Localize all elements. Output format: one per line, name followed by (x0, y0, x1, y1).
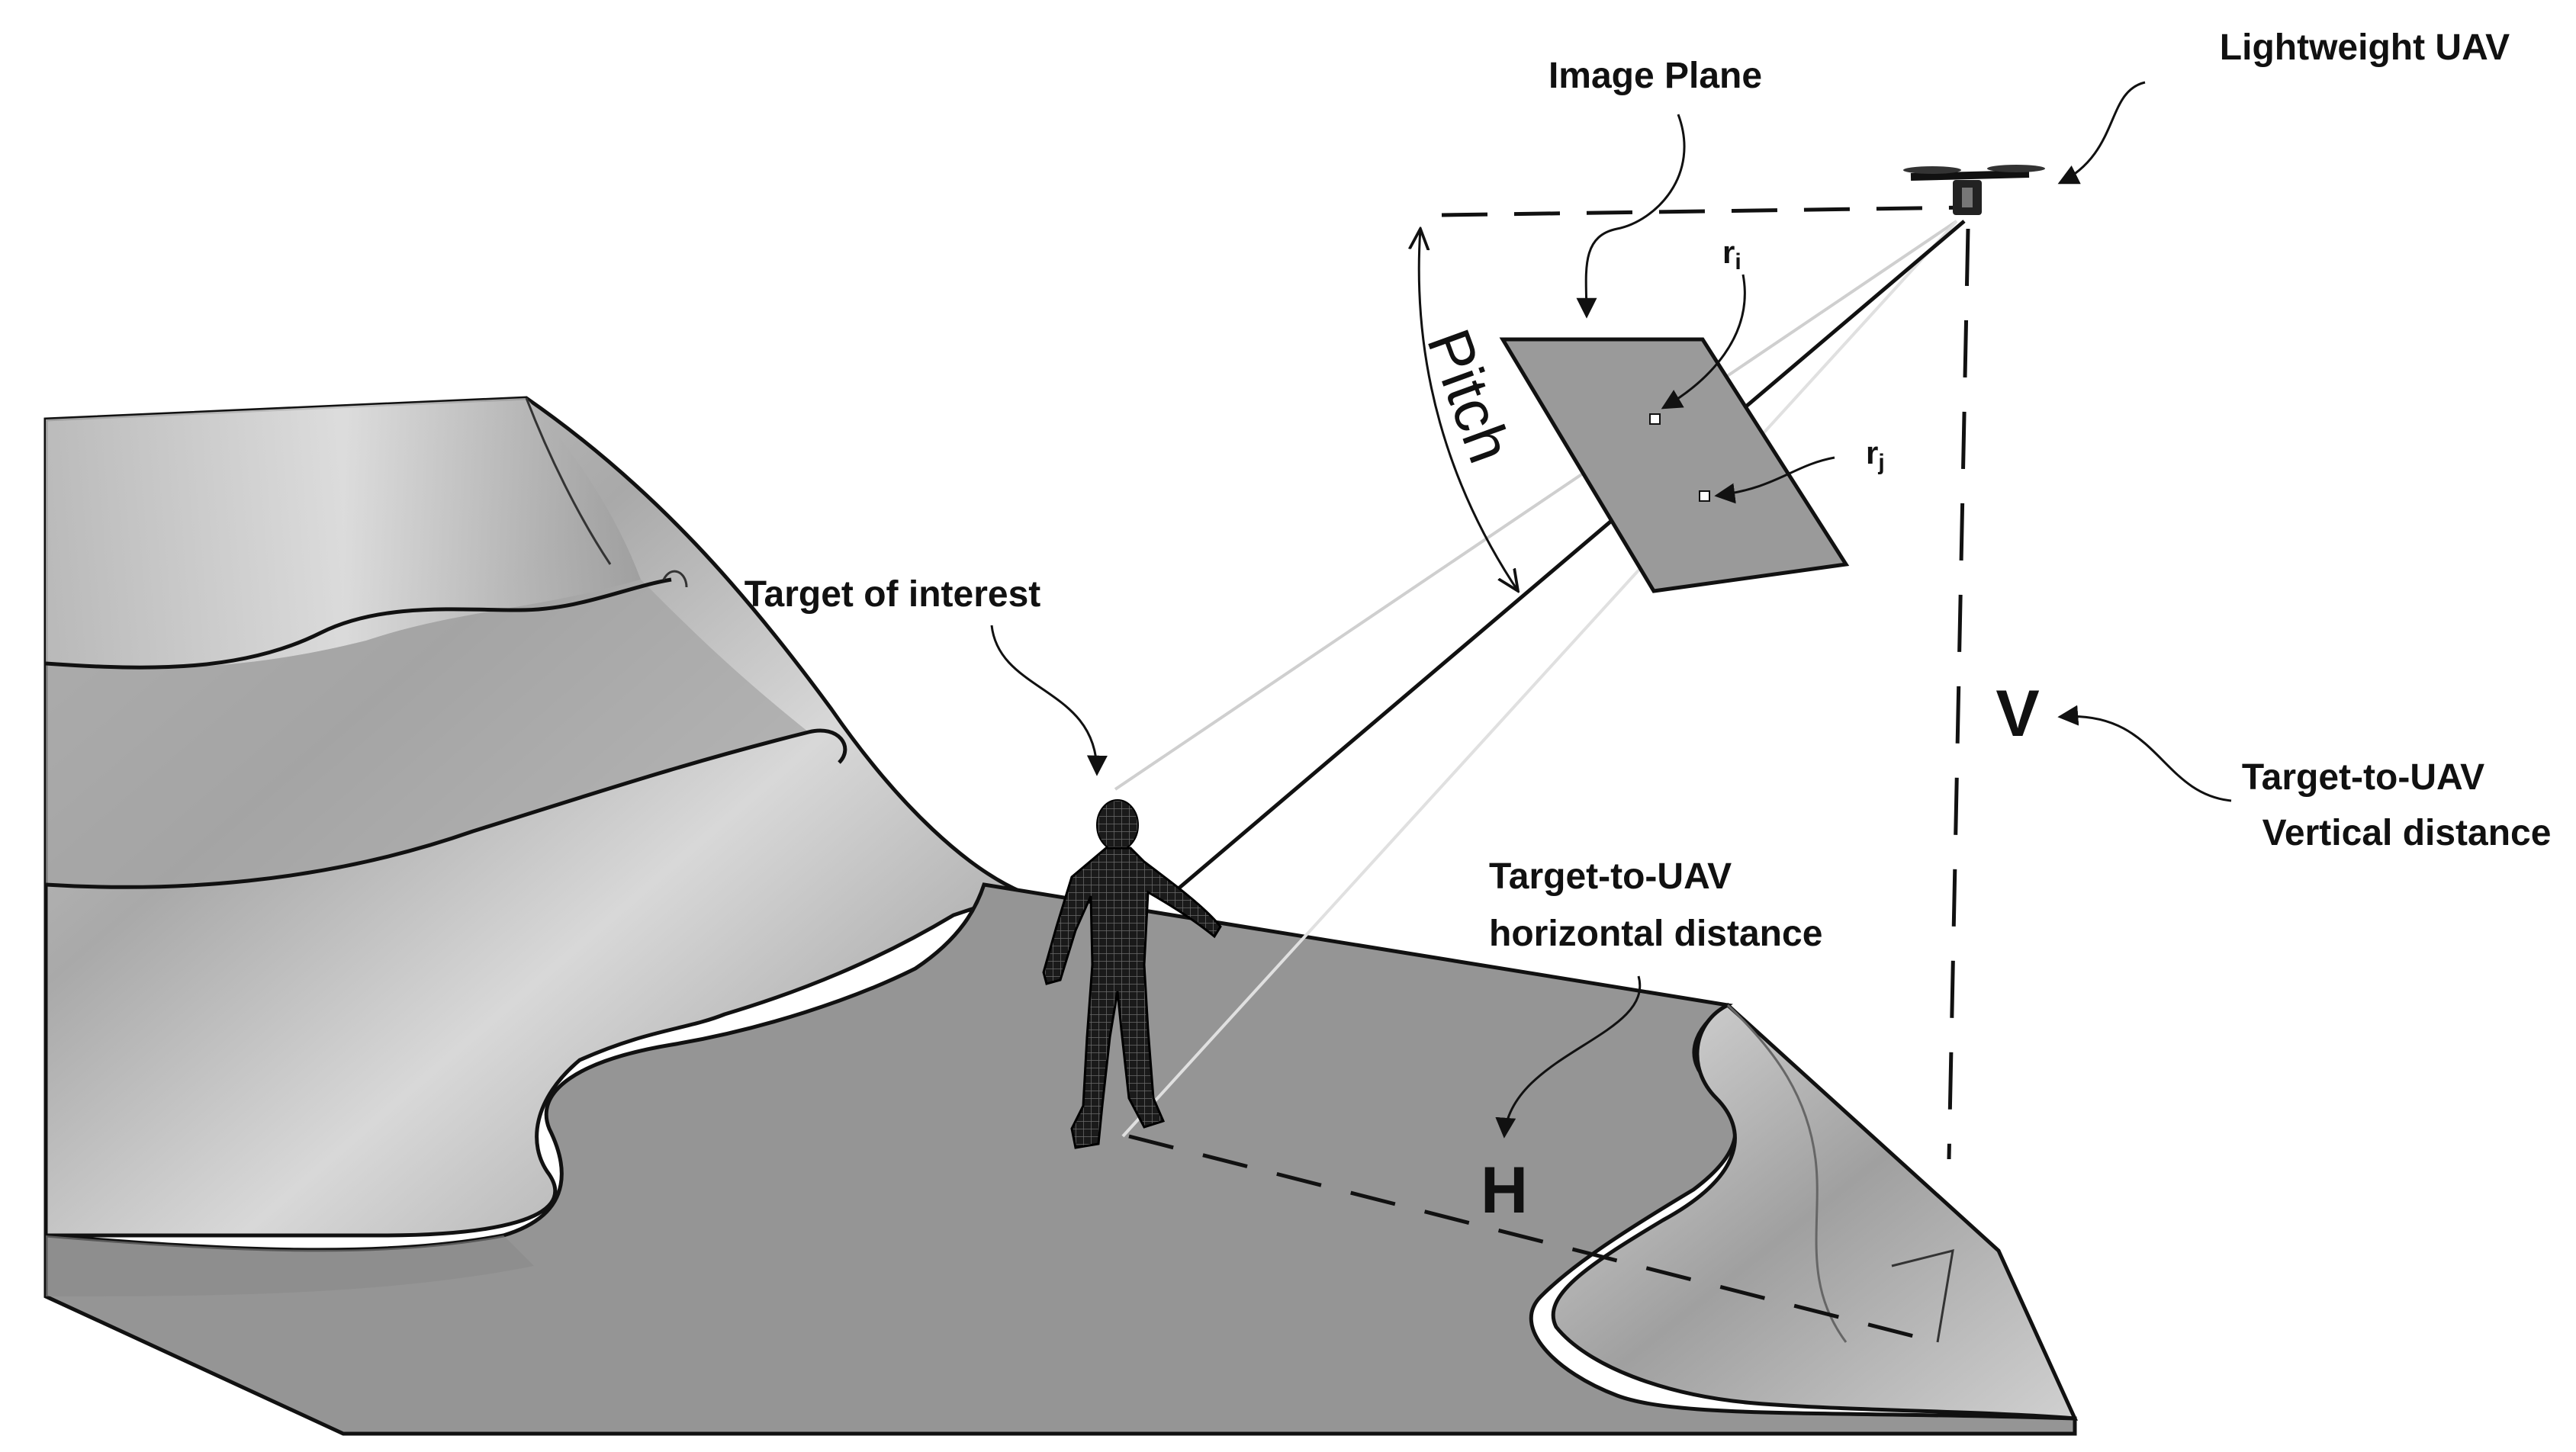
image-plane-label: Image Plane (1548, 56, 1762, 96)
image-plane (1499, 337, 1850, 593)
optical-axis-ray (1177, 220, 1966, 890)
horizontal-distance-label-line1: Target-to-UAV (1489, 856, 1732, 897)
horizontal-distance-callout-arrow (1495, 975, 1642, 1139)
target-callout-arrow (990, 625, 1108, 776)
point-rj-marker (1699, 490, 1710, 502)
vertical-distance-line (1947, 228, 1970, 1160)
vertical-distance-callout-arrow (2057, 705, 2232, 802)
lightweight-uav-label: Lightweight UAV (2220, 27, 2510, 68)
callout-arrows (990, 81, 2232, 1139)
right-hill (1551, 1003, 2079, 1421)
ri-callout-arrow (1661, 274, 1746, 410)
pitch-angle-arc (1419, 229, 1518, 591)
target-of-interest-label: Target of interest (744, 574, 1041, 615)
horizontal-distance-line (1128, 1134, 1938, 1344)
vertical-distance-label-line1: Target-to-UAV (2242, 757, 2484, 798)
rj-label: rj (1866, 435, 1885, 475)
ray-lower-light (1121, 220, 1958, 1138)
terrain (43, 396, 2079, 1436)
human-figure-icon (1042, 799, 1222, 1149)
ri-label: ri (1722, 234, 1741, 275)
left-lower-face (46, 1235, 534, 1296)
vertical-symbol: V (1996, 677, 2039, 750)
horizontal-distance-label-line2: horizontal distance (1489, 914, 1822, 954)
hill-ridge-line (525, 397, 688, 588)
hill-contour-1 (45, 577, 672, 670)
geometry-lines (1114, 205, 1970, 1344)
quadcopter-drone-icon (1903, 165, 2045, 215)
right-hill-contour (1726, 1004, 1848, 1343)
hill-band-mid (46, 580, 809, 888)
hill-band-top (46, 398, 641, 668)
right-hill-corner-mark (1891, 1248, 1954, 1343)
horizontal-symbol: H (1481, 1154, 1528, 1227)
uav-horizontal-reference-line (1441, 205, 1969, 217)
vertical-distance-label-line2: Vertical distance (2262, 813, 2552, 853)
uav-callout-arrow (2057, 81, 2146, 185)
ray-upper-light (1114, 220, 1958, 791)
point-ri-marker (1649, 413, 1661, 425)
image-plane-callout-arrow (1576, 114, 1686, 319)
rj-callout-arrow (1714, 456, 1835, 504)
text-labels: Image Plane Lightweight UAV Target of in… (744, 27, 2552, 1227)
image-plane-surface (1499, 337, 1850, 593)
hill-contour-2 (45, 728, 847, 889)
